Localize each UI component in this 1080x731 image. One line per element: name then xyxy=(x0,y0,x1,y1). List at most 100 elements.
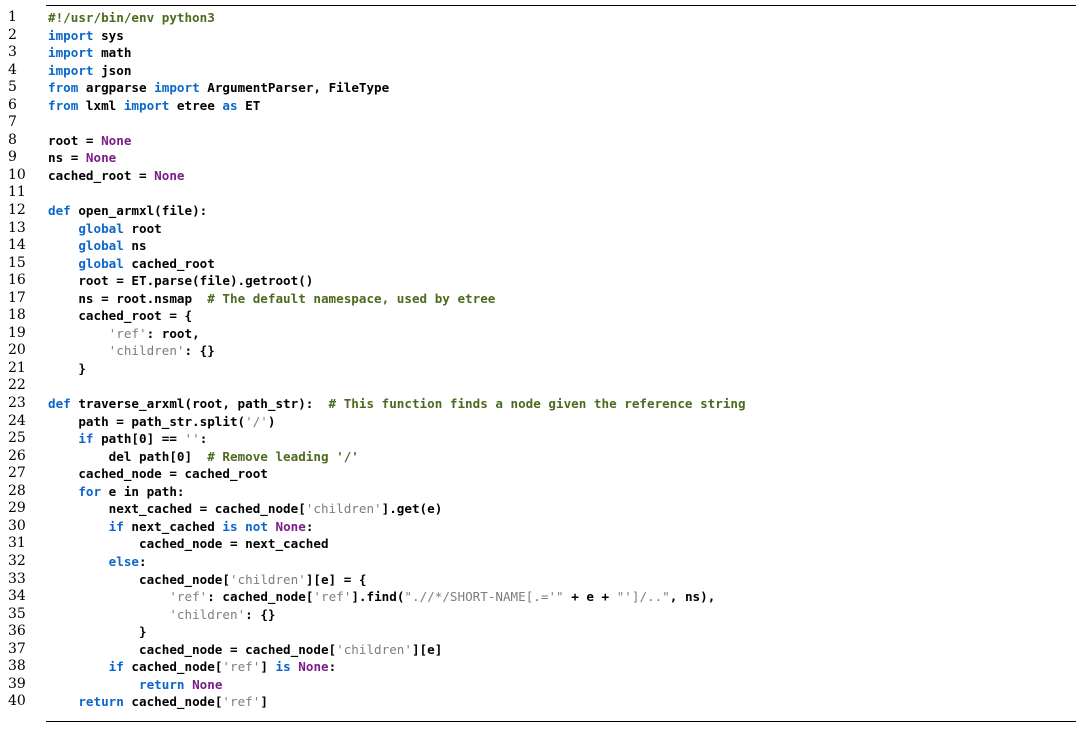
line-number: 34 xyxy=(8,588,26,605)
code-token xyxy=(185,677,193,692)
code-token: # This function finds a node given the r… xyxy=(328,396,746,412)
code-text: } xyxy=(48,360,86,378)
code-token: : {} xyxy=(184,343,215,359)
line-number: 8 xyxy=(8,131,17,148)
code-line: 28 for e in path: xyxy=(0,483,1080,501)
line-number: 1 xyxy=(8,9,17,25)
code-token: cached_node[ xyxy=(123,659,223,675)
code-text: return None xyxy=(48,676,222,694)
line-number: 7 xyxy=(8,114,17,131)
line-number: 20 xyxy=(8,342,26,359)
code-text: return cached_node['ref'] xyxy=(48,693,268,711)
code-token: '/' xyxy=(245,413,268,429)
code-token: } xyxy=(48,624,147,640)
code-token: cached_node = next_cached xyxy=(48,536,329,552)
code-text: path = path_str.split('/') xyxy=(48,413,275,431)
code-line: 36 } xyxy=(0,623,1080,641)
line-number: 5 xyxy=(8,79,17,96)
code-token: import xyxy=(48,27,94,43)
code-text: root = ET.parse(file).getroot() xyxy=(48,272,313,290)
code-token: path = path_str.split( xyxy=(48,413,246,429)
line-number: 25 xyxy=(8,430,26,447)
code-line: 8 root = None xyxy=(0,132,1080,150)
line-number: 29 xyxy=(8,500,26,517)
code-line: 7 xyxy=(0,114,1080,132)
code-line: 25 if path[0] == '': xyxy=(0,430,1080,448)
line-number: 23 xyxy=(8,395,26,412)
code-token: 'ref' xyxy=(222,694,261,710)
code-token: # Remove leading '/' xyxy=(207,448,359,464)
code-token: : xyxy=(139,553,147,569)
code-line: 15 global cached_root xyxy=(0,255,1080,273)
code-line: 18 cached_root = { xyxy=(0,307,1080,325)
code-token: : root, xyxy=(146,325,200,341)
code-text: else: xyxy=(48,553,147,571)
code-token xyxy=(48,589,169,604)
line-number: 14 xyxy=(8,237,26,254)
line-number: 13 xyxy=(8,219,26,236)
code-token: import xyxy=(48,45,94,61)
code-token: import xyxy=(123,97,170,113)
code-token: root = xyxy=(48,132,102,148)
code-token: 'children' xyxy=(108,343,185,359)
code-line: 33 cached_node['children'][e] = { xyxy=(0,571,1080,589)
code-token xyxy=(48,677,139,692)
code-token: ) xyxy=(267,413,276,429)
line-number: 17 xyxy=(8,289,26,306)
code-line: 1 #!/usr/bin/env python3 xyxy=(0,9,1080,27)
code-token: + e + xyxy=(563,589,617,605)
code-text: ns = root.nsmap # The default namespace,… xyxy=(48,290,495,308)
code-token: if xyxy=(108,518,124,534)
code-token: 'children' xyxy=(229,571,306,587)
code-token xyxy=(48,554,109,569)
bottom-rule xyxy=(46,721,1076,722)
code-text: def traverse_arxml(root, path_str): # Th… xyxy=(48,395,746,413)
code-token xyxy=(48,694,78,709)
code-token: "']/.." xyxy=(616,589,670,605)
code-line: 39 return None xyxy=(0,676,1080,694)
code-line: 37 cached_node = cached_node['children']… xyxy=(0,641,1080,659)
code-token: cached_node[ xyxy=(123,694,223,710)
code-token: cached_root = { xyxy=(48,308,193,324)
code-token: None xyxy=(101,132,132,148)
code-text: del path[0] # Remove leading '/' xyxy=(48,448,359,466)
code-line: 27 cached_node = cached_root xyxy=(0,465,1080,483)
code-token: None xyxy=(85,150,117,166)
line-number: 27 xyxy=(8,465,26,482)
code-text: cached_root = { xyxy=(48,307,192,325)
code-token: '' xyxy=(184,431,200,447)
code-token: 'children' xyxy=(169,606,246,622)
code-line: 22 xyxy=(0,377,1080,395)
line-number: 16 xyxy=(8,272,26,289)
code-line: 19 'ref': root, xyxy=(0,325,1080,343)
code-token: ET xyxy=(237,97,261,113)
code-token: open_armxl(file): xyxy=(70,203,208,219)
code-token: 'children' xyxy=(305,501,382,517)
code-line: 14 global ns xyxy=(0,237,1080,255)
code-token: : {} xyxy=(245,606,276,622)
code-line: 11 xyxy=(0,184,1080,202)
code-token: cached_node = cached_node[ xyxy=(48,641,337,657)
code-token: ArgumentParser, FileType xyxy=(199,80,390,96)
code-token xyxy=(48,659,109,674)
code-token: cached_node[ xyxy=(48,571,230,587)
line-number: 10 xyxy=(8,166,26,183)
code-token xyxy=(48,519,109,534)
code-text: from lxml import etree as ET xyxy=(48,97,260,115)
line-number: 19 xyxy=(8,324,26,341)
code-text: global cached_root xyxy=(48,255,215,273)
code-token xyxy=(268,519,276,534)
code-text: ns = None xyxy=(48,149,116,167)
code-token: : xyxy=(305,518,314,534)
code-token: def xyxy=(48,396,71,412)
code-text: import sys xyxy=(48,27,124,45)
code-token: , ns), xyxy=(669,589,716,605)
line-number: 26 xyxy=(8,447,26,464)
code-token: ns = root.nsmap xyxy=(48,290,208,306)
code-token: root = ET.parse(file).getroot() xyxy=(48,273,314,289)
line-number: 3 xyxy=(8,44,17,61)
code-text: #!/usr/bin/env python3 xyxy=(48,9,215,27)
line-number: 32 xyxy=(8,552,26,569)
code-token: if xyxy=(78,431,94,447)
